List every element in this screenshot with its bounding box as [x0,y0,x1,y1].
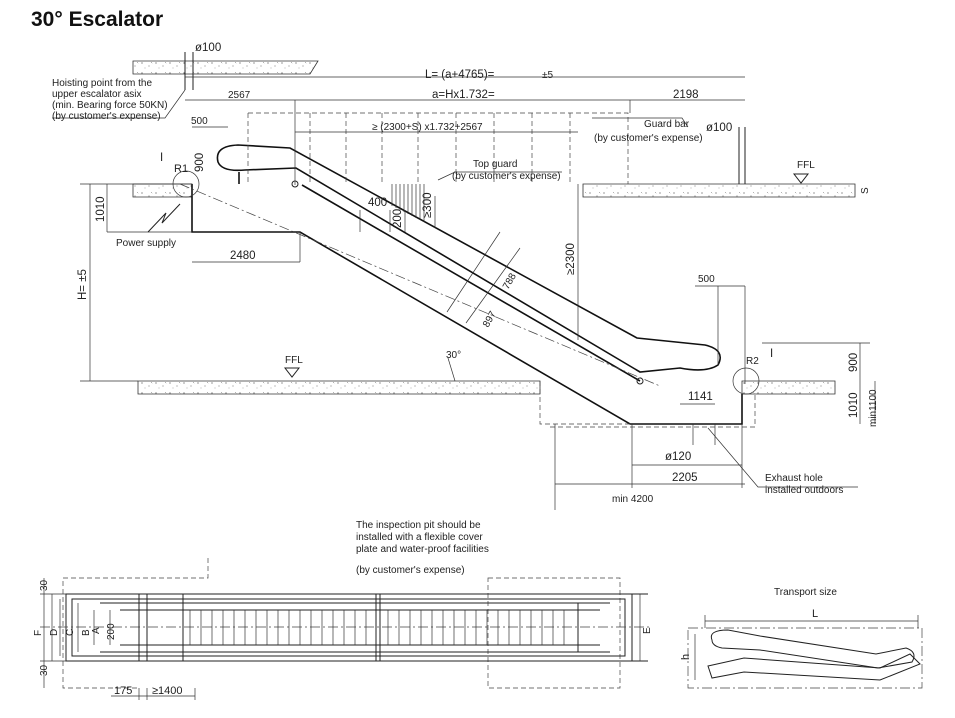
dim-500-top: 500 [191,116,208,127]
note-inspection-1: The inspection pit should be [356,520,481,531]
label-S: S [860,187,871,194]
label-I-left: I [160,152,163,164]
annotation-notes: Hoisting point from the upper escalator … [52,78,843,598]
note-hoisting-4: (by customer's expense) [52,111,161,122]
dim-1010-left: 1010 [95,196,107,222]
dim-L: L= (a+4765)= [425,69,495,81]
transport-labels: L h [680,608,818,660]
plan-B: B [81,629,92,636]
note-hoisting-3: (min. Bearing force 50KN) [52,100,168,111]
dim-900-right: 900 [848,353,860,372]
lower-floor-right [741,380,836,395]
note-transport-size: Transport size [774,587,837,598]
dim-L-tol: ±5 [542,70,553,81]
dim-2198: 2198 [673,89,699,101]
upper-floor-left [132,183,193,198]
note-guard-bar-2: (by customer's expense) [594,133,703,144]
transport-L: L [812,608,818,620]
dim-1141: 1141 [688,391,713,403]
note-exhaust-1: Exhaust hole [765,473,823,484]
plan-E: E [642,627,653,634]
ceiling-slab [132,60,319,75]
dim-500-right: 500 [698,274,715,285]
dim-200: 200 [392,209,404,228]
dim-phi100-right: ø100 [706,122,732,134]
note-inspection-4: (by customer's expense) [356,565,465,576]
note-hoisting-2: upper escalator asix [52,89,142,100]
upper-floor-right [582,183,856,198]
plan-175: 175 [114,685,132,697]
dim-2480: 2480 [230,250,256,262]
label-ffl-top: FFL [797,160,815,171]
dim-788: 788 [501,271,519,291]
plan-ge1400: ≥1400 [152,685,183,697]
note-power-supply: Power supply [116,238,176,249]
dim-min4200: min 4200 [612,494,654,505]
dim-ge300: ≥300 [422,193,434,219]
transport-h: h [680,654,692,660]
plan-view [40,558,650,700]
note-top-guard-1: Top guard [473,159,517,170]
label-ffl-bottom: FFL [285,355,303,366]
truss-bottom [191,184,743,425]
plan-30-bottom: 30 [39,664,50,676]
dim-min1100: min1100 [868,389,879,427]
dim-ge2300: ≥2300 [565,243,577,275]
dim-H: H= ±5 [77,269,89,300]
note-exhaust-2: installed outdoors [765,485,843,496]
transport-size-view [687,615,923,689]
lower-floor-left [137,380,541,395]
dim-400: 400 [368,197,387,209]
dim-2205: 2205 [672,472,698,484]
note-inspection-3: plate and water-proof facilities [356,544,489,555]
truss-top-chord [301,184,641,382]
dim-phi120: ø120 [665,451,691,463]
dim-900-left: 900 [194,153,206,172]
plan-labels: 30 30 F D C B A 200 E 175 ≥1400 [33,579,653,697]
dim-a: a=Hx1.732= [432,89,495,101]
plan-C: C [65,629,76,636]
note-top-guard-2: (by customer's expense) [452,171,561,182]
plan-D: D [49,629,60,636]
dim-angle: 30° [446,350,461,361]
label-R1: R1 [174,163,188,175]
elevation-labels: ø100 L= (a+4765)= ±5 a=Hx1.732= 2567 219… [77,42,879,505]
note-guard-bar-1: Guard bar [644,119,690,130]
plan-200: 200 [106,623,117,640]
note-inspection-2: installed with a flexible cover [356,532,483,543]
dim-span: ≥ (2300+S) x1.732+2567 [372,122,483,133]
note-hoisting-1: Hoisting point from the [52,78,152,89]
plan-F: F [33,630,44,636]
label-R2: R2 [746,356,759,367]
dim-1010-right: 1010 [848,392,860,418]
page-title: 30° Escalator [31,8,164,31]
side-elevation [52,52,876,510]
plan-30-top: 30 [39,579,50,591]
centre-line [179,183,661,387]
dim-phi100-top: ø100 [195,42,221,54]
plan-A: A [91,627,102,634]
label-I-right: I [770,348,773,360]
dim-2567: 2567 [228,90,251,101]
